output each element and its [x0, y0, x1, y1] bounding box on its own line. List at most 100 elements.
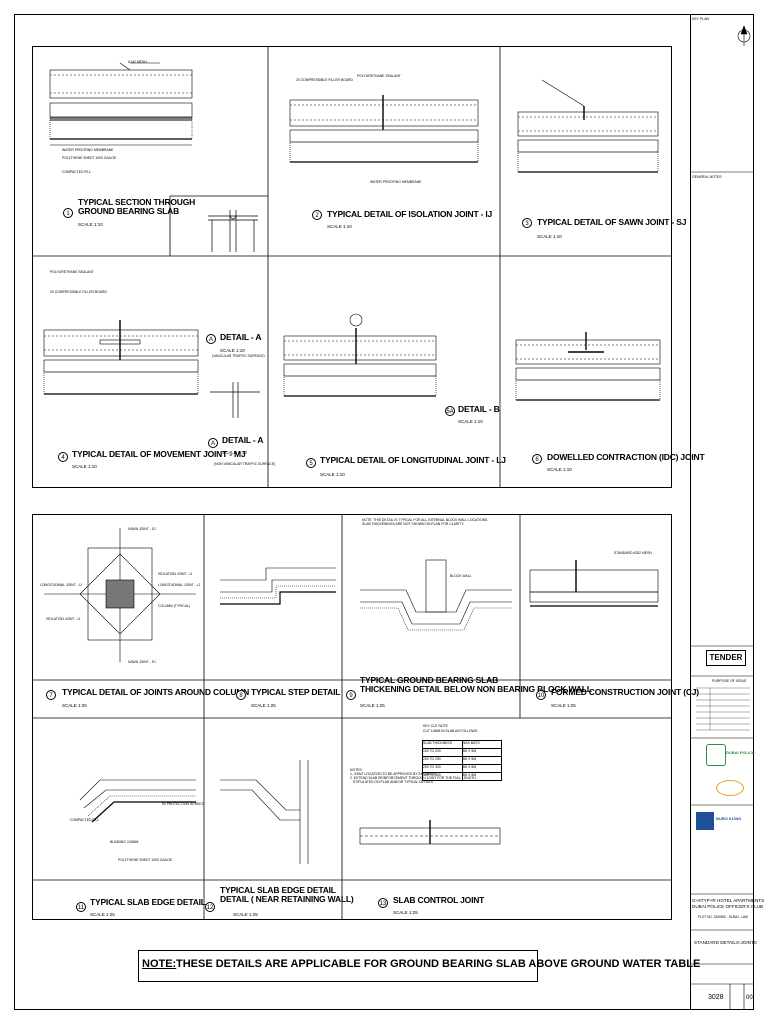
detail-title: TYPICAL DETAIL OF MOVEMENT JOINT - MJ — [72, 449, 246, 459]
detail-number: A — [208, 438, 218, 448]
detail-scale: SCALE 1:10 — [78, 222, 103, 227]
detail-title: TYPICAL DETAIL OF JOINTS AROUND COLUMN — [62, 687, 250, 697]
detail-9-drawing — [360, 559, 512, 631]
detail-subtitle: (NON VANCULAR TRAFFIC SURFACE) — [214, 462, 276, 466]
label-isolation-joint: ISOLATION JOINT - IJ — [158, 572, 193, 576]
detail-number: 3 — [522, 218, 532, 228]
detail-title: TYPICAL STEP DETAIL — [251, 687, 341, 697]
detail-title: DETAIL - A — [222, 435, 264, 445]
slab-note: NOTE: THIS DETAIL IS TYPICAL FOR ALL INT… — [362, 518, 489, 526]
client-logo-icon — [706, 744, 726, 766]
note-text: THESE DETAILS ARE APPLICABLE FOR GROUND … — [176, 958, 701, 970]
detail-6-drawing — [515, 332, 661, 401]
label-polythene: POLYTHENE SHEET 1000 GAUGE — [118, 858, 173, 862]
label-isolation-joint: ISOLATION JOINT - IJ — [46, 617, 81, 621]
detail-10-drawing — [529, 560, 659, 607]
detail-title: TYPICAL SECTION THROUGH GROUND BEARING S… — [78, 197, 196, 216]
detail-scale: SCALE 1:25 — [233, 912, 258, 917]
detail-title: TYPICAL SLAB EDGE DETAIL — [90, 897, 206, 907]
detail-11-drawing — [79, 779, 196, 823]
project-name: G+5TYP+R HOTEL APARTMENTS DUBAI POLICE O… — [692, 898, 765, 909]
detail-1-drawing — [49, 62, 193, 146]
revision: 00 — [746, 995, 753, 1001]
consultant-name: BURO KLING — [716, 816, 742, 821]
title-block — [690, 14, 754, 1010]
detail-12-drawing — [220, 760, 309, 864]
north-arrow-icon — [737, 25, 751, 46]
detail-scale: SCALE 1:25 — [62, 703, 87, 708]
drawing-number: 3028 — [708, 994, 724, 1001]
notes-13: NOTES: 1. JOINT LOCATION TO BE APPROVED … — [350, 768, 476, 784]
detail-scale: SCALE 1:25 — [90, 912, 115, 917]
detail-number: 7 — [46, 690, 56, 700]
label-sawn-joint: SAWN JOINT - SJ — [128, 660, 156, 664]
detail-number: 4 — [58, 452, 68, 462]
detail-scale: SCALE 1:25 — [393, 910, 418, 915]
label-sawn-joint: SAWN JOINT - SJ — [128, 527, 156, 531]
detail-title: TYPICAL DETAIL OF LONGITUDINAL JOINT - L… — [320, 455, 506, 465]
detail-7-drawing — [44, 528, 196, 662]
detail-scale: SCALE 1:25 — [360, 703, 385, 708]
label-water-proofing: WATER PROOFING MEMBRANE — [370, 180, 422, 184]
purpose-label: PURPOSE OF ISSUE — [712, 679, 747, 683]
drawing-title: STANDARD DETAILS-JOINTS — [694, 940, 757, 945]
label-a142-mesh: A142 MESH — [128, 60, 147, 64]
detail-scale: SCALE 1:10 — [327, 224, 352, 229]
detail-scale: SCALE 1:25 — [251, 703, 276, 708]
detail-scale: SCALE 1:10 — [547, 467, 572, 472]
detail-8-drawing — [220, 567, 336, 605]
detail-number: A — [206, 334, 216, 344]
detail-number: 12 — [205, 902, 215, 912]
detail-scale: SCALE 1:25 — [551, 703, 576, 708]
tender-stamp: TENDER — [706, 650, 746, 666]
label-block-wall: BLOCK WALL — [450, 574, 472, 578]
label-compacted-fill: COMPACTED FILL — [70, 818, 100, 822]
detail-scale: SCALE 1:10 — [222, 450, 247, 455]
key-cut-sub: CUT 10MM IN SLAB AS FOLLOWS: — [423, 729, 478, 733]
detail-number: 1 — [63, 208, 73, 218]
label-water-proofing: WATER PROOFING MEMBRANE — [62, 148, 114, 152]
detail-title: FORMED CONSTRUCTION JOINT (CJ) — [551, 687, 699, 697]
label-longitudinal-joint: LONGITUDINAL JOINT - LJ — [158, 583, 201, 587]
consultant-logo-icon — [696, 812, 714, 830]
label-column: COLUMN (TYPICAL) — [158, 604, 191, 608]
detail-title: DETAIL - A — [220, 332, 262, 342]
label-protection: 50 PROTECTION SCREED — [162, 802, 205, 806]
detail-scale: SCALE 1:10 — [537, 234, 562, 239]
top-details-panel — [32, 46, 672, 488]
label-blinding: BLINDING 100MM — [110, 840, 139, 844]
note-label: NOTE: — [142, 958, 177, 970]
label-filler: 20 COMPRESSIBLE FILLER BOARD — [50, 290, 107, 294]
label-compacted-fill: COMPACTED FILL — [62, 170, 92, 174]
bottom-details-panel — [32, 514, 672, 920]
detail-4-drawing — [43, 320, 199, 395]
detail-title: TYPICAL DETAIL OF SAWN JOINT - SJ — [537, 217, 687, 227]
detail-scale: SCALE 1:10 — [458, 419, 483, 424]
label-longitudinal-joint: LONGITUDINAL JOINT - LJ — [40, 583, 83, 587]
detail-title: SLAB CONTROL JOINT — [393, 895, 485, 905]
detail-title: TYPICAL DETAIL OF ISOLATION JOINT - IJ — [327, 209, 493, 219]
detail-number: 8 — [236, 690, 246, 700]
detail-number: 13 — [378, 898, 388, 908]
detail-number: 6 — [532, 454, 542, 464]
detail-a2-drawing — [210, 382, 260, 418]
detail-3-drawing — [517, 79, 659, 173]
label-filler: 20 COMPRESSIBLE FILLER BOARD — [296, 78, 353, 82]
label-sealant: POLYURETHANE SEALANT — [357, 74, 401, 78]
detail-number: 9 — [346, 690, 356, 700]
general-notes-label: GENERAL NOTES — [692, 175, 722, 179]
detail-title: DOWELLED CONTRACTION (IDC) JOINT — [547, 452, 705, 462]
detail-number: 5 — [306, 458, 316, 468]
detail-title: TYPICAL SLAB EDGE DETAIL DETAIL ( NEAR R… — [220, 885, 354, 904]
detail-scale: SCALE 1:10 — [72, 464, 97, 469]
detail-number: 11 — [76, 902, 86, 912]
note-box — [138, 950, 538, 982]
